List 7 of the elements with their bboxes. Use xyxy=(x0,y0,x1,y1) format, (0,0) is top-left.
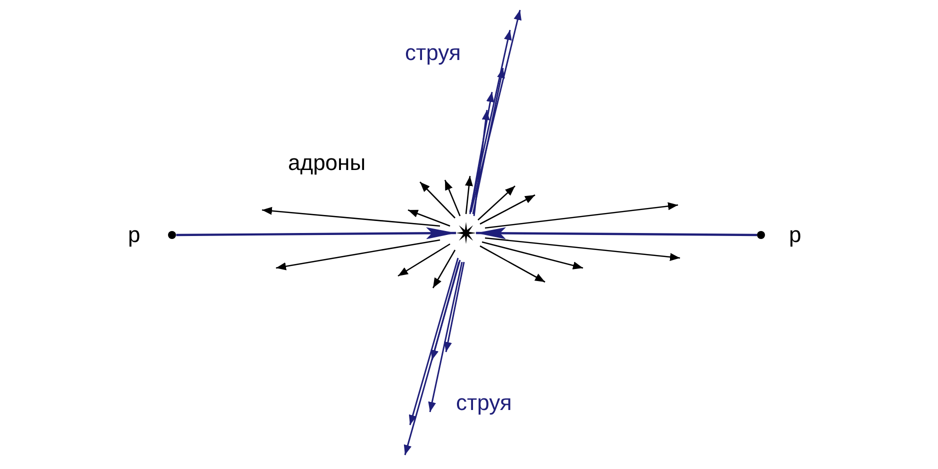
particle-label: p xyxy=(789,222,802,248)
arrow xyxy=(476,227,757,240)
jet-label: струя xyxy=(405,40,461,66)
jet-label: струя xyxy=(456,390,512,416)
particle-label: p xyxy=(128,222,140,248)
hadrons-label: адроны xyxy=(288,150,366,176)
arrow xyxy=(176,227,456,240)
